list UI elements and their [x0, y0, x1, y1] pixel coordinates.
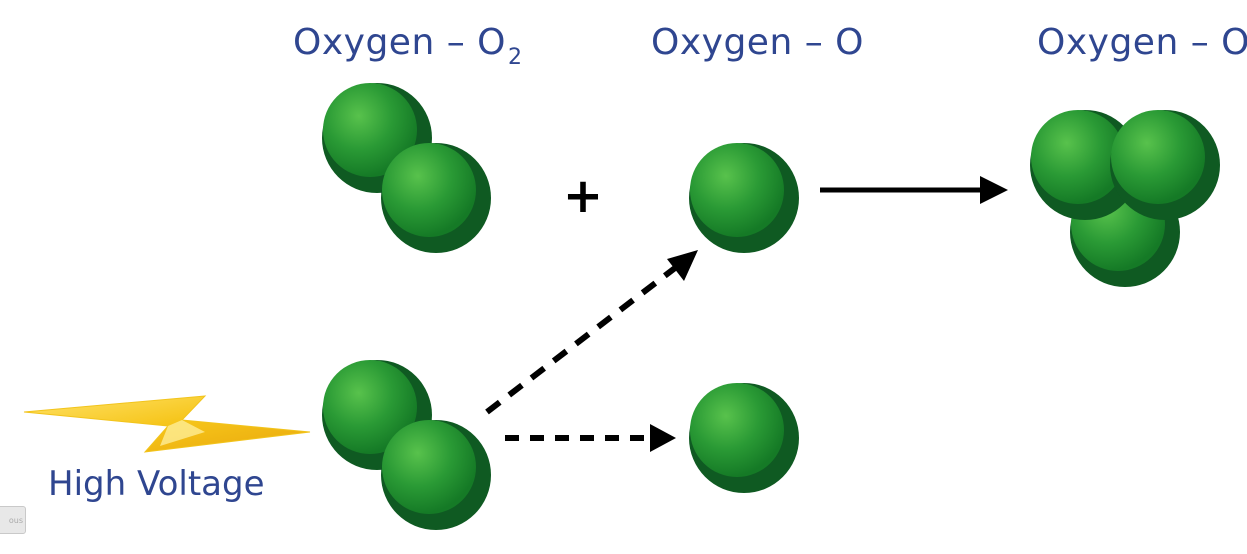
o2-molecule-top — [322, 83, 491, 253]
label-oxygen-o: Oxygen – O — [651, 22, 864, 63]
lightning-bolt-icon — [23, 395, 311, 453]
oxygen-atom — [381, 420, 491, 530]
oxygen-atom-single-bottom — [689, 383, 799, 493]
label-text: Oxygen – O — [1037, 22, 1247, 63]
dashed-arrow-icon — [485, 250, 698, 415]
label-high-voltage: High Voltage — [48, 464, 265, 504]
label-text: Oxygen – O — [651, 22, 864, 63]
label-oxygen-o2: Oxygen – O2 — [293, 22, 522, 70]
subscript: 2 — [507, 45, 523, 70]
o3-molecule — [1030, 110, 1220, 287]
oxygen-atom — [1030, 110, 1140, 220]
corner-tab[interactable]: ous — [0, 506, 26, 534]
oxygen-atom-single-top — [689, 143, 799, 253]
dashed-arrow-icon — [505, 424, 676, 452]
solid-arrow-icon — [820, 176, 1008, 204]
plus-sign: + — [563, 168, 603, 224]
oxygen-atom — [381, 143, 491, 253]
label-text: Oxygen – O — [293, 22, 506, 63]
oxygen-atom — [1110, 110, 1220, 220]
label-oxygen-o3: Oxygen – O3 — [1037, 22, 1247, 70]
o2-molecule-bottom — [322, 360, 491, 530]
